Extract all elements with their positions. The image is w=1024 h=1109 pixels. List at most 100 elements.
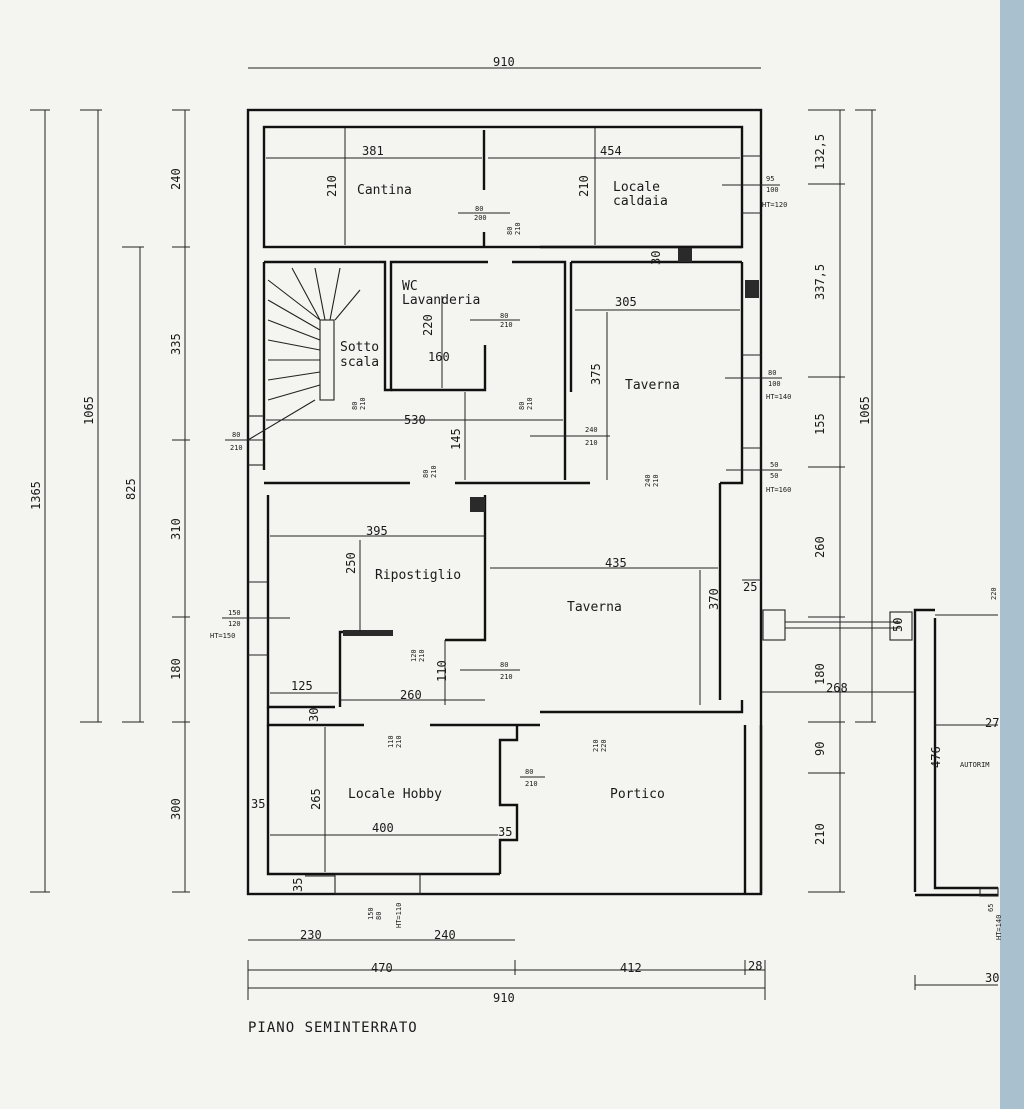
dim-265: 265 — [309, 788, 323, 810]
tag-120-240-top: 240 — [585, 426, 598, 434]
label-lavanderia: Lavanderia — [402, 293, 480, 308]
interior-dimension-lines — [266, 128, 915, 872]
opening-tags: 80 200 80 210 240 210 80 210 80 210 95 1… — [210, 175, 1003, 940]
dim-155: 155 — [813, 413, 827, 435]
tag-stair-door-80: 80 — [351, 402, 359, 410]
garage-partial — [889, 608, 999, 990]
tag-80-210-a-bottom: 210 — [500, 321, 513, 329]
label-locale-caldaia-1: Locale — [613, 180, 660, 195]
tag-hobby-ht: HT=110 — [395, 903, 403, 928]
hobby-window-box — [334, 873, 421, 895]
dim-825: 825 — [124, 478, 138, 500]
dim-268: 268 — [826, 681, 848, 695]
tag-110-210-v: 210 — [395, 735, 403, 748]
dim-230: 230 — [300, 928, 322, 942]
dim-220: 220 — [421, 314, 435, 336]
tag-80-210-b-bottom: 210 — [500, 673, 513, 681]
dim-476: 476 — [929, 746, 943, 768]
garage-window — [979, 887, 999, 897]
dim-90-right: 90 — [813, 742, 827, 756]
scan-edge-band — [1000, 0, 1024, 1109]
garage-column — [889, 611, 913, 641]
hobby-outline — [266, 725, 500, 876]
tag-ht-160: HT=160 — [766, 486, 791, 494]
dim-210-cantina: 210 — [325, 175, 339, 197]
dim-145: 145 — [449, 428, 463, 450]
tag-110-v: 110 — [387, 735, 395, 748]
dim-35-c: 35 — [291, 878, 305, 892]
drawing-title: PIANO SEMINTERRATO — [248, 1020, 418, 1036]
tag-240-v: 240 — [644, 474, 652, 487]
label-locale-caldaia-2: caldaia — [613, 194, 668, 209]
dim-310-left: 310 — [169, 518, 183, 540]
flue-3 — [470, 497, 485, 512]
label-portico: Portico — [610, 787, 665, 802]
cantina-caldaia-outline — [262, 125, 744, 249]
taverna-bottom-right — [660, 700, 744, 714]
tag-50-top: 50 — [770, 461, 778, 469]
tag-corr-80: 80 — [518, 402, 526, 410]
dim-30-a: 30 — [649, 251, 663, 265]
tag-80-200-a-top: 80 — [475, 205, 483, 213]
tag-50-bottom: 50 — [770, 472, 778, 480]
dim-180-left: 180 — [169, 658, 183, 680]
inner-walls — [248, 155, 900, 895]
dim-412: 412 — [620, 961, 642, 975]
tag-95-top: 95 — [766, 175, 774, 183]
label-taverna-lower: Taverna — [567, 600, 622, 615]
dim-335: 335 — [169, 333, 183, 355]
ripostiglio-counter — [343, 630, 393, 636]
dim-300: 300 — [169, 798, 183, 820]
tag-rip2-80: 120 — [410, 649, 418, 662]
column-stub — [762, 609, 786, 641]
tag-rip-200: 210 — [430, 465, 438, 478]
tag-stair-80: 80 — [232, 431, 240, 439]
ripostiglio-right-wall — [445, 495, 487, 642]
tag-80-210-c-top: 80 — [525, 768, 533, 776]
dim-400: 400 — [372, 821, 394, 835]
label-taverna-upper: Taverna — [625, 378, 680, 393]
garage-inner-wall — [933, 618, 998, 890]
outer-walls — [246, 108, 763, 896]
tag-hobby-150: 150 — [367, 907, 375, 920]
tag-200-v: 210 — [514, 222, 522, 235]
wc-lower-wall — [391, 345, 487, 392]
dim-30-b: 30 — [307, 708, 321, 722]
room-labels: Cantina Locale caldaia WC Lavanderia Sot… — [340, 180, 990, 802]
dim-250: 250 — [344, 552, 358, 574]
ripostiglio-left-wall — [266, 495, 335, 709]
tag-garage-220: 220 — [990, 587, 998, 600]
label-cantina: Cantina — [357, 183, 412, 198]
label-ripostiglio: Ripostiglio — [375, 568, 461, 583]
outer-wall-outline — [246, 108, 763, 896]
dim-30-garage: 30 — [985, 971, 999, 985]
tag-hobby-80: 80 — [375, 912, 383, 920]
tag-stair-210: 210 — [230, 444, 243, 452]
dim-25: 25 — [743, 580, 757, 594]
dim-27: 27 — [985, 716, 999, 730]
tag-100-bottom: 100 — [766, 186, 779, 194]
tag-80-200-a-bottom: 200 — [474, 214, 487, 222]
dimension-labels: 910 910 230 240 470 412 28 30 381 454 30… — [29, 55, 999, 1005]
exterior-dimension-lines — [30, 67, 876, 1000]
dim-381: 381 — [362, 144, 384, 158]
stair-wc-walls — [264, 260, 488, 392]
dim-160: 160 — [428, 350, 450, 364]
tag-garage-ht: HT=140 — [995, 915, 1003, 940]
dim-470: 470 — [371, 961, 393, 975]
label-autorimessa: AUTORIM — [960, 761, 990, 769]
tag-80-200-v: 80 — [506, 227, 514, 235]
dim-50-garage: 50 — [891, 618, 905, 632]
tag-portico-220: 220 — [600, 739, 608, 752]
tag-ht-140: HT=140 — [766, 393, 791, 401]
tag-120-bottom: 120 — [228, 620, 241, 628]
dim-bottom-overall: 910 — [493, 991, 515, 1005]
tag-stair-door-210: 210 — [359, 397, 367, 410]
dim-1365: 1365 — [29, 481, 43, 510]
tag-rip2-210: 210 — [418, 649, 426, 662]
tag-80-210-c-bottom: 210 — [525, 780, 538, 788]
tag-120-240-bottom: 210 — [585, 439, 598, 447]
dim-375: 375 — [589, 363, 603, 385]
tag-ht-150: HT=150 — [210, 632, 235, 640]
